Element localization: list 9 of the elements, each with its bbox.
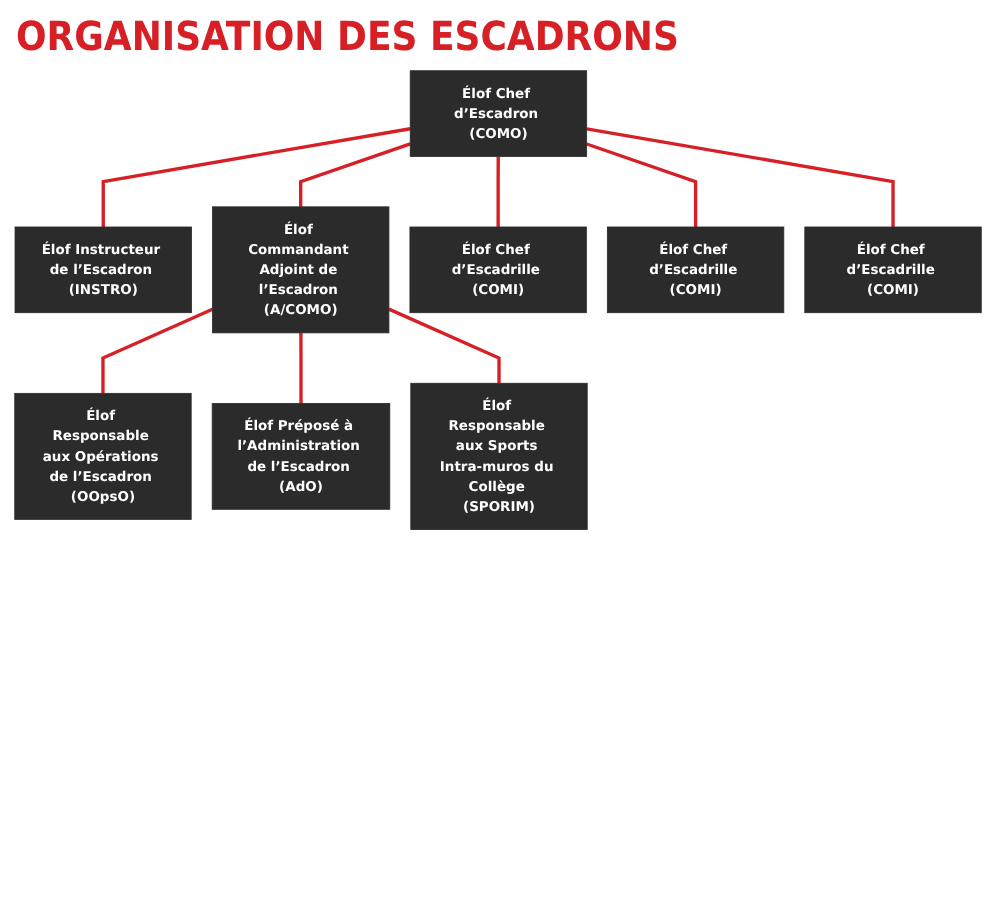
connector	[586, 127, 895, 227]
connector	[101, 127, 411, 227]
title: ORGANISATION DES ESCADRONS	[16, 12, 681, 60]
connector	[388, 307, 501, 384]
connector	[496, 156, 500, 227]
connector	[299, 142, 411, 207]
connector	[299, 332, 303, 404]
connector	[586, 142, 698, 227]
connector	[101, 307, 214, 394]
